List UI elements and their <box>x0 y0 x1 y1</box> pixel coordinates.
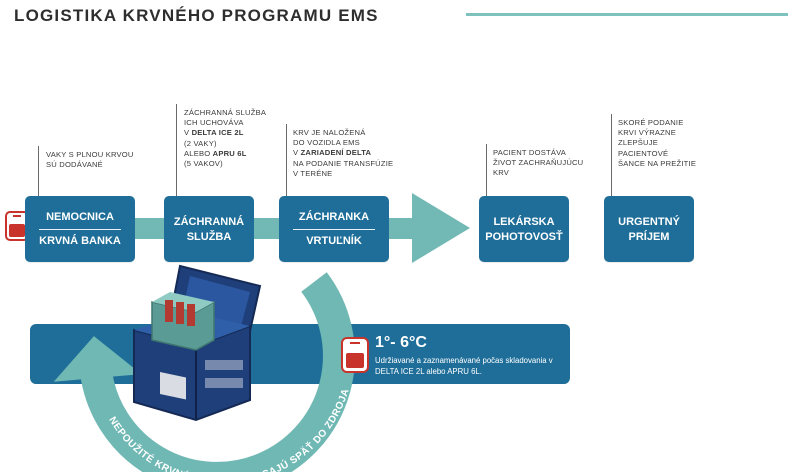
note-line: ŠANCE NA PREŽITIE <box>618 158 697 168</box>
note-line: SKORÉ PODANIE <box>618 118 684 127</box>
return-arrow <box>80 272 355 472</box>
note-line: ZÁCHRANNÁ SLUŽBA <box>184 108 267 117</box>
note-line: SÚ DODÁVANÉ <box>46 160 103 170</box>
box-label: POHOTOVOSŤ <box>485 231 563 243</box>
box-label: VRTUĽNÍK <box>306 235 362 247</box>
note-product: ZARIADENÍ DELTA <box>300 148 372 158</box>
box-label: SLUŽBA <box>186 231 232 243</box>
note-line: VAKY S PLNOU KRVOU <box>46 150 134 159</box>
note-line: ALEBO APRU 6L <box>184 149 266 159</box>
note-connector <box>611 114 612 196</box>
blood-bag-icon <box>341 337 369 373</box>
box-divider <box>39 229 121 230</box>
note-text: ALEBO <box>184 148 213 158</box>
note-product: APRU 6L <box>212 148 247 158</box>
note-line: ICH UCHOVÁVA <box>184 118 244 128</box>
note-line: (5 VAKOV) <box>184 159 223 169</box>
note-connector <box>176 104 177 196</box>
note-connector <box>486 144 487 196</box>
note-line: PACIENT DOSTÁVA <box>493 148 567 157</box>
note-urgent: SKORÉ PODANIE KRVI VÝRAZNE ZLEPŠUJE PACI… <box>618 118 696 169</box>
note-line: V DELTA ICE 2L <box>184 128 266 138</box>
note-text: V <box>293 148 301 158</box>
box-label: ZÁCHRANKA <box>298 211 370 223</box>
note-line: NA PODANIE TRANSFÚZIE <box>293 158 394 168</box>
note-hospital: VAKY S PLNOU KRVOU SÚ DODÁVANÉ <box>46 150 134 170</box>
note-line: PACIENTOVÉ <box>618 148 669 158</box>
box-urgent-admission: URGENTNÝ PRÍJEM <box>604 196 694 262</box>
note-line: KRVI VÝRAZNE <box>618 128 676 138</box>
note-connector <box>38 146 39 196</box>
note-product: DELTA ICE 2L <box>191 128 244 138</box>
box-label: ZÁCHRANNÁ <box>173 216 245 228</box>
box-ems: ZÁCHRANNÁ SLUŽBA <box>164 196 254 262</box>
note-line: V ZARIADENÍ DELTA <box>293 148 393 158</box>
storage-temperature: 1°- 6°C <box>375 334 427 351</box>
box-label: PRÍJEM <box>628 231 670 243</box>
note-text: V <box>184 128 192 138</box>
box-ambulance-helicopter: ZÁCHRANKA VRTUĽNÍK <box>279 196 389 262</box>
page-title: LOGISTIKA KRVNÉHO PROGRAMU EMS <box>14 6 379 25</box>
box-label: NEMOCNICA <box>46 211 114 223</box>
note-line: ZLEPŠUJE <box>618 138 659 148</box>
title-divider <box>466 13 788 16</box>
return-arrow-head <box>53 336 142 382</box>
box-label: URGENTNÝ <box>618 216 680 228</box>
note-emergency: PACIENT DOSTÁVA ŽIVOT ZACHRAŇUJÚCU KRV <box>493 148 583 179</box>
storage-description: Udržiavané a zaznamenávané počas skladov… <box>375 356 553 376</box>
note-line: DO VOZIDLA EMS <box>293 138 360 148</box>
box-divider <box>293 229 375 230</box>
blood-bag-icon <box>5 211 29 241</box>
note-ems: ZÁCHRANNÁ SLUŽBA ICH UCHOVÁVA V DELTA IC… <box>184 108 266 169</box>
box-hospital-blood-bank: NEMOCNICA KRVNÁ BANKA <box>25 196 135 262</box>
note-line: KRV JE NALOŽENÁ <box>293 128 366 137</box>
note-line: KRV <box>493 168 510 178</box>
box-emergency-room: LEKÁRSKA POHOTOVOSŤ <box>479 196 569 262</box>
note-line: ŽIVOT ZACHRAŇUJÚCU <box>493 158 584 168</box>
note-line: (2 VAKY) <box>184 138 217 148</box>
box-label: LEKÁRSKA <box>493 216 555 228</box>
note-line: V TERÉNE <box>293 168 333 178</box>
cooler-box-illustration <box>133 264 262 422</box>
box-label: KRVNÁ BANKA <box>39 235 121 247</box>
note-ambulance: KRV JE NALOŽENÁ DO VOZIDLA EMS V ZARIADE… <box>293 128 393 179</box>
note-connector <box>286 124 287 196</box>
